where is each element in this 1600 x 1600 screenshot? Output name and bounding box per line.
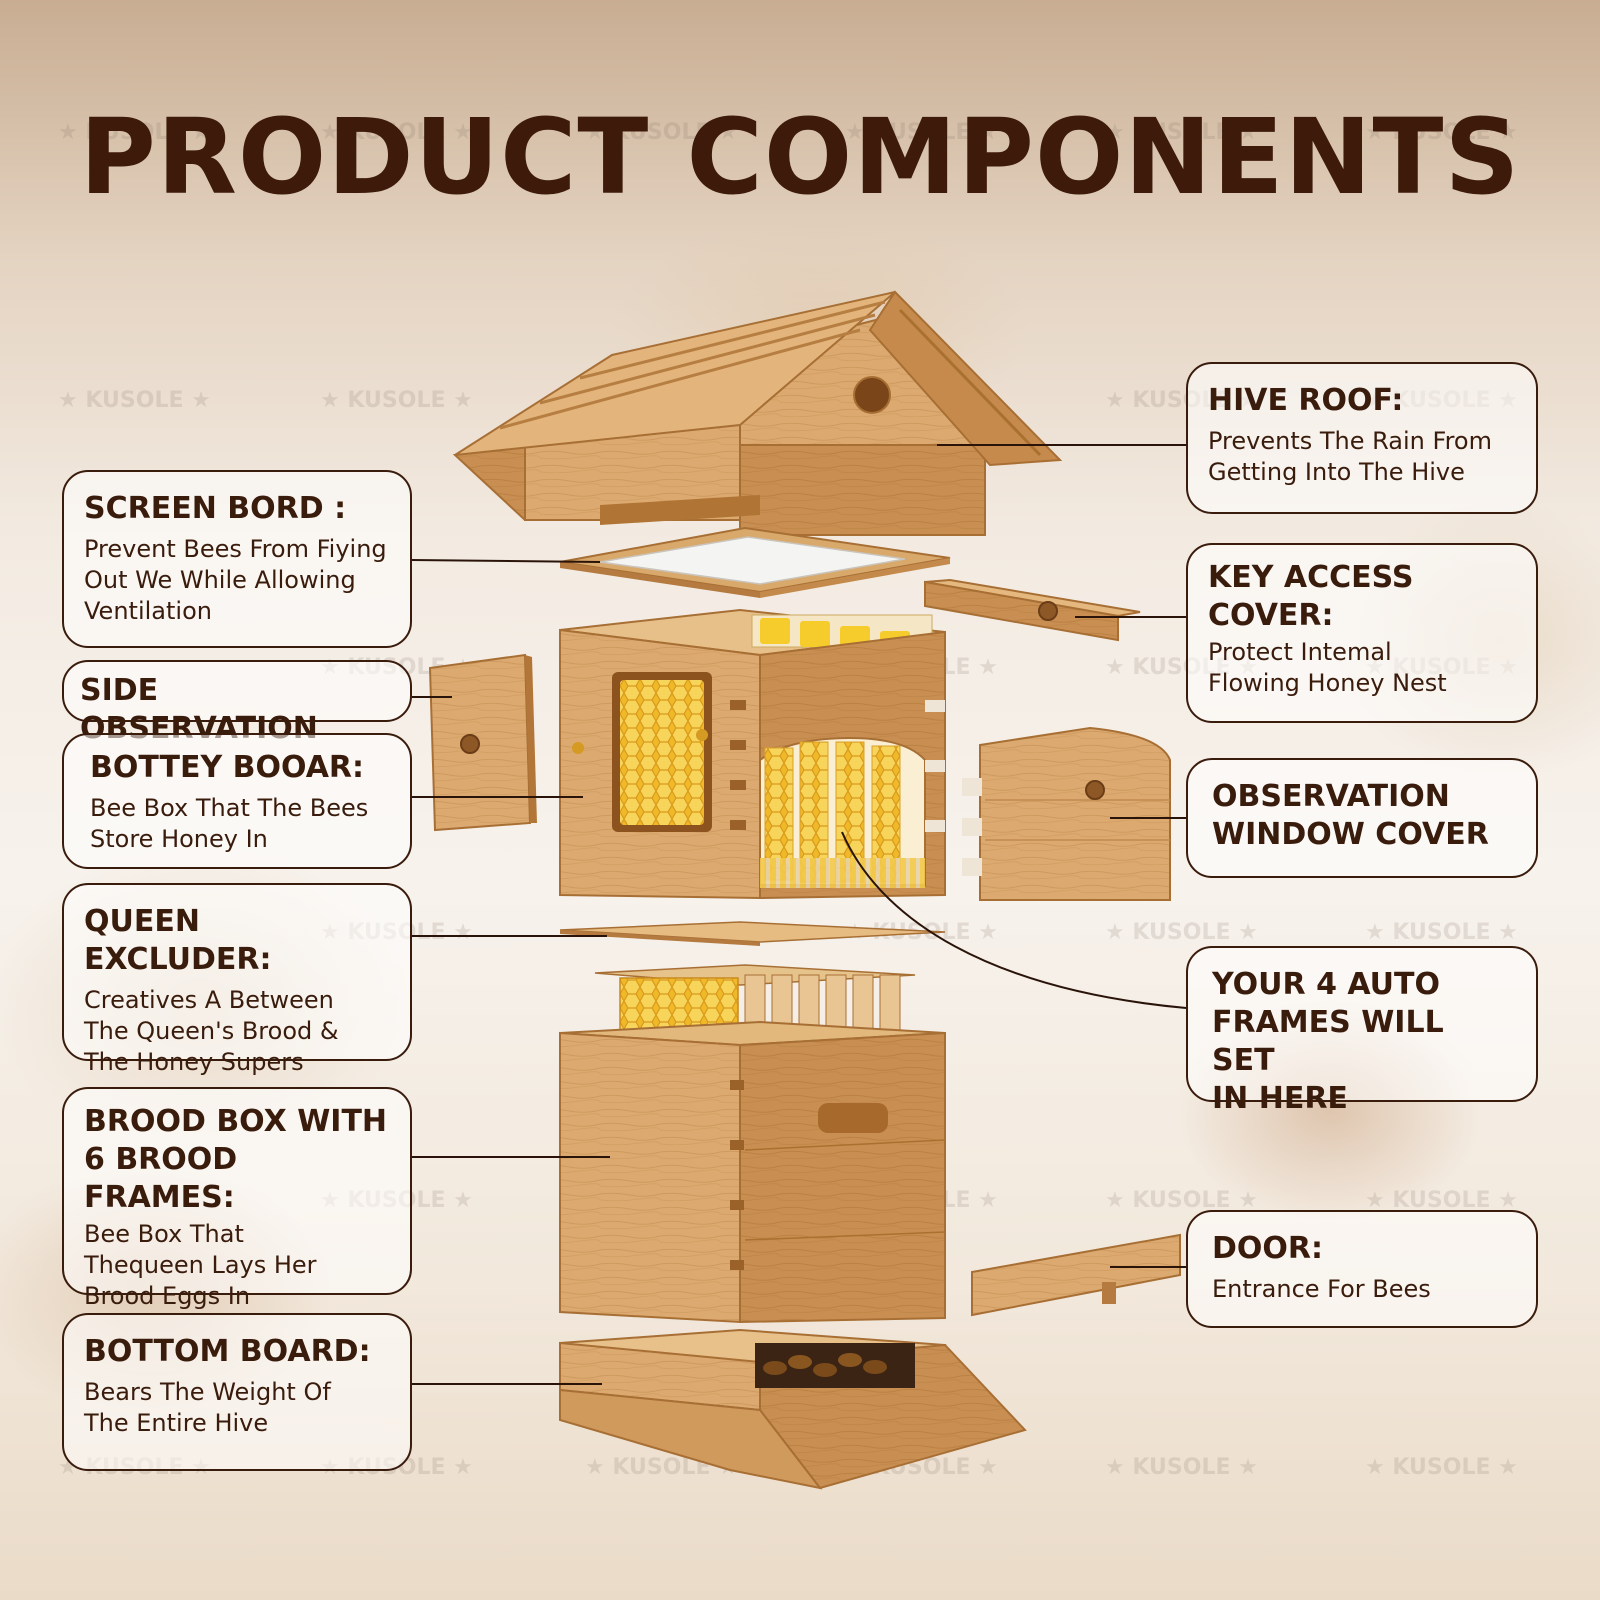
callout-hive-roof: HIVE ROOF: Prevents The Rain From Gettin… bbox=[1186, 362, 1538, 514]
callout-side-observation: SIDE OBSERVATION bbox=[62, 660, 412, 746]
page-title: PRODUCT COMPONENTS bbox=[79, 96, 1521, 218]
callout-heading: BOTTEY BOOAR: bbox=[90, 750, 365, 785]
hive-roof bbox=[452, 290, 1063, 536]
callout-key-access-cover: KEY ACCESS COVER: Protect Intemal Flowin… bbox=[1186, 543, 1538, 723]
callout-door: DOOR: Entrance For Bees bbox=[1186, 1210, 1538, 1328]
callout-auto-frames: YOUR 4 AUTO FRAMES WILL SET IN HERE bbox=[1186, 946, 1538, 1116]
callout-description: Entrance For Bees bbox=[1212, 1275, 1431, 1303]
callout-description: Bee Box That Thequeen Lays Her Brood Egg… bbox=[84, 1220, 317, 1310]
watermark: ★ KUSOLE ★ bbox=[845, 120, 998, 145]
callout-heading: WINDOW COVER bbox=[1212, 817, 1489, 852]
honeycomb-window bbox=[620, 680, 704, 825]
watermark: ★ KUSOLE ★ bbox=[585, 120, 738, 145]
callout-description: Prevent Bees From Fiying Out We While Al… bbox=[84, 535, 387, 625]
callout-brood-box: BROOD BOX WITH 6 BROOD FRAMES: Bee Box T… bbox=[62, 1087, 412, 1310]
callout-heading: 6 BROOD FRAMES: bbox=[84, 1142, 238, 1215]
entrance-door bbox=[971, 1233, 1181, 1317]
callout-heading: DOOR: bbox=[1212, 1231, 1324, 1266]
callout-heading: FRAMES WILL SET bbox=[1212, 1005, 1444, 1078]
callout-heading: YOUR 4 AUTO bbox=[1212, 967, 1441, 1002]
watermark: ★ KUSOLE ★ bbox=[58, 120, 211, 145]
callout-heading: HIVE ROOF: bbox=[1208, 383, 1404, 418]
watermark: ★ KUSOLE ★ bbox=[1365, 920, 1518, 945]
callout-description: Protect Intemal Flowing Honey Nest bbox=[1208, 638, 1447, 697]
knob-icon bbox=[1038, 601, 1058, 621]
callout-heading: COVER: bbox=[1208, 598, 1334, 633]
callout-heading: IN HERE bbox=[1212, 1081, 1348, 1116]
knob-icon bbox=[460, 734, 480, 754]
watermark: ★ KUSOLE ★ bbox=[320, 388, 473, 413]
callout-bottey-booar: BOTTEY BOOAR: Bee Box That The Bees Stor… bbox=[62, 733, 412, 869]
watermark: ★ KUSOLE ★ bbox=[1365, 1188, 1518, 1213]
callout-heading: BOTTOM BOARD: bbox=[84, 1334, 371, 1369]
brood-box bbox=[559, 964, 946, 1324]
callout-description: Bears The Weight Of The Entire Hive bbox=[84, 1378, 331, 1437]
callout-heading: OBSERVATION bbox=[1212, 779, 1450, 814]
watermark: ★ KUSOLE ★ bbox=[1105, 1455, 1258, 1480]
watermark: ★ KUSOLE ★ bbox=[1105, 120, 1258, 145]
hand-hold bbox=[818, 1103, 888, 1133]
watermark: ★ KUSOLE ★ bbox=[1365, 1455, 1518, 1480]
callout-description: Creatives A Between The Queen's Brood & … bbox=[84, 986, 339, 1076]
callout-heading: KEY ACCESS bbox=[1208, 560, 1414, 595]
callout-heading: BROOD BOX WITH bbox=[84, 1104, 388, 1139]
watermark: ★ KUSOLE ★ bbox=[320, 120, 473, 145]
callout-heading: QUEEN EXCLUDER: bbox=[84, 904, 272, 977]
callout-queen-excluder: QUEEN EXCLUDER: Creatives A Between The … bbox=[62, 883, 412, 1076]
watermark: ★ KUSOLE ★ bbox=[58, 388, 211, 413]
observation-window-cover bbox=[962, 726, 1171, 901]
knob-icon bbox=[1085, 780, 1105, 800]
callout-description: Bee Box That The Bees Store Honey In bbox=[90, 794, 369, 853]
callout-heading: SCREEN BORD : bbox=[84, 491, 347, 526]
screen-board bbox=[559, 526, 951, 598]
side-observation-panel bbox=[428, 653, 537, 832]
key-access-cover bbox=[924, 578, 1141, 642]
callout-bottom-board: BOTTOM BOARD: Bears The Weight Of The En… bbox=[62, 1313, 412, 1471]
bottom-board bbox=[559, 1328, 1027, 1490]
callout-screen-bord: SCREEN BORD : Prevent Bees From Fiying O… bbox=[62, 470, 412, 648]
callout-description: Prevents The Rain From Getting Into The … bbox=[1208, 427, 1492, 486]
honey-super-box bbox=[559, 608, 946, 900]
watermark: ★ KUSOLE ★ bbox=[1365, 120, 1518, 145]
watermark: ★ KUSOLE ★ bbox=[1105, 1188, 1258, 1213]
callout-observation-window-cover: OBSERVATION WINDOW COVER bbox=[1186, 758, 1538, 878]
roof-vent-hole-icon bbox=[853, 376, 891, 414]
queen-excluder bbox=[559, 921, 946, 946]
